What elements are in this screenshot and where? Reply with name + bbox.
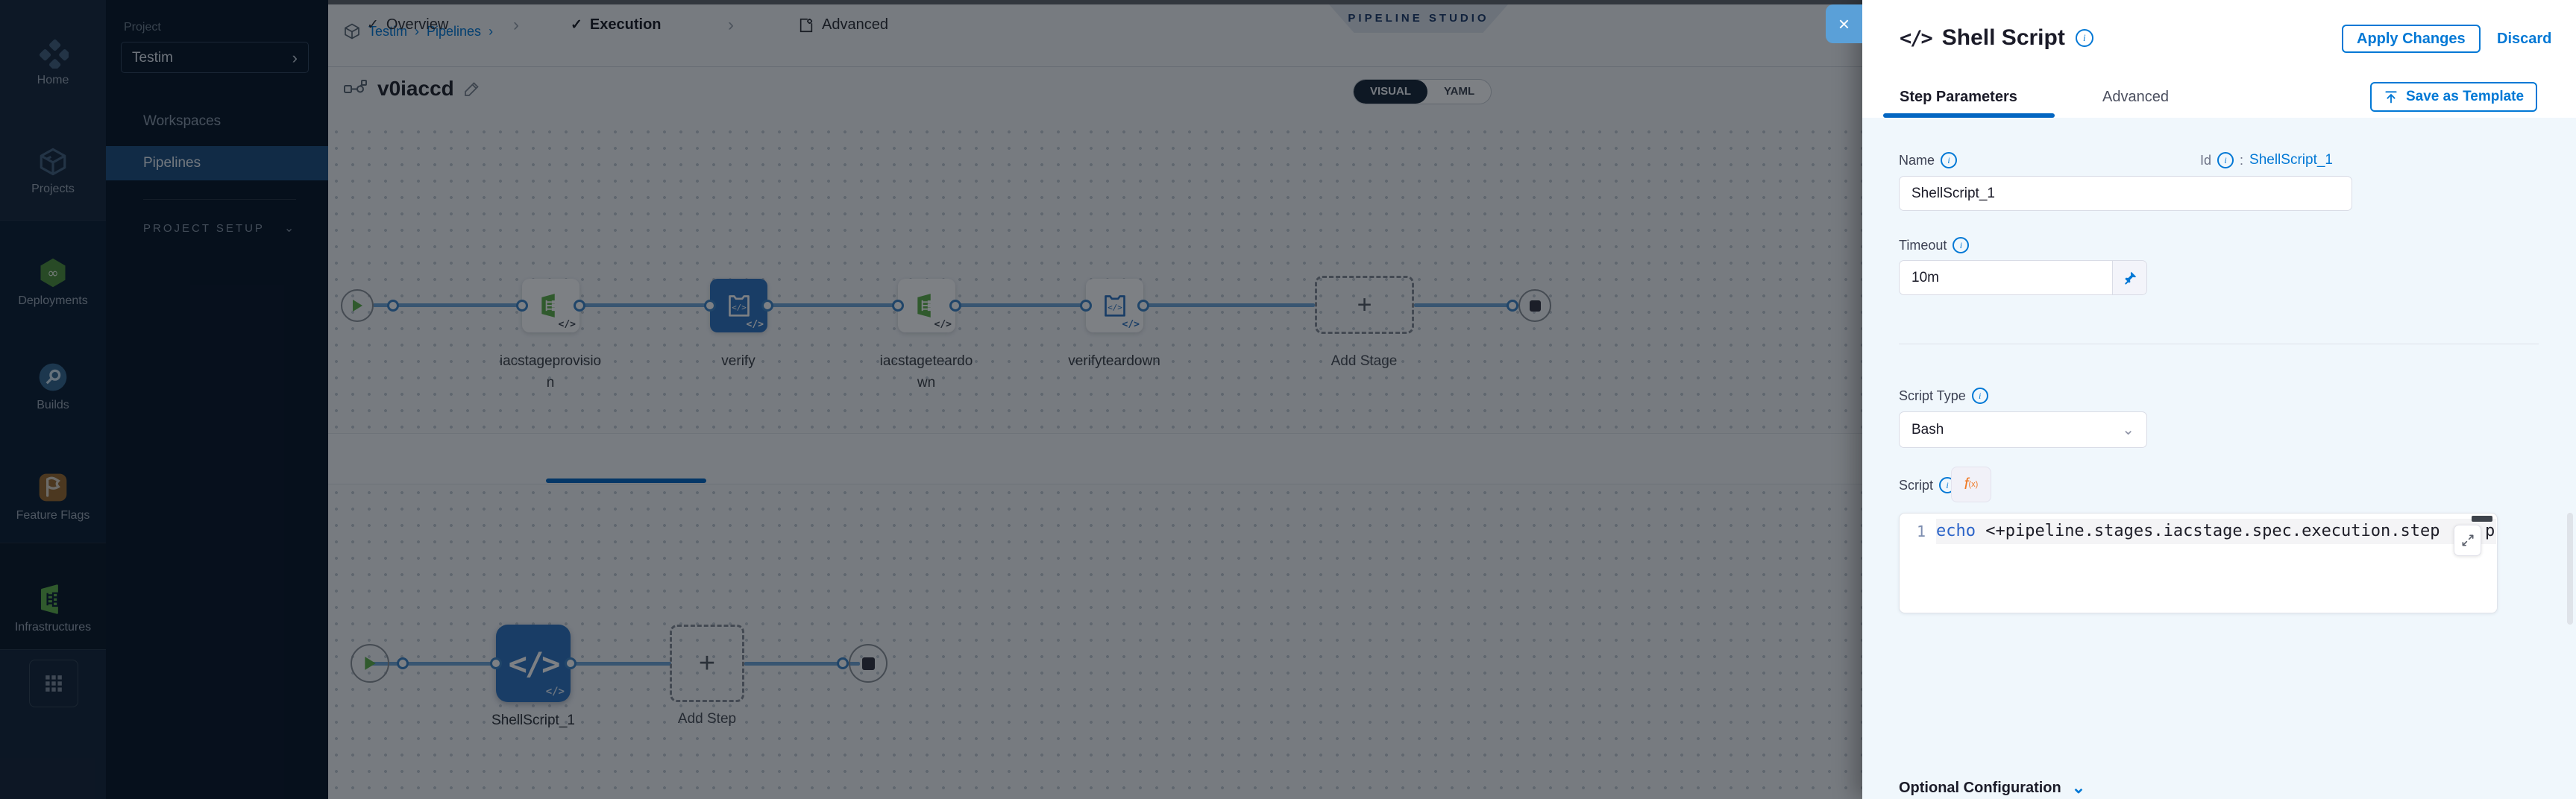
chevron-down-icon: ⌄ [2071, 778, 2086, 797]
drawer-header: </> Shell Script i Apply Changes Discard [1862, 0, 2576, 77]
expand-icon [2462, 534, 2473, 546]
id-row: Id i : ShellScript_1 [2200, 152, 2333, 168]
close-icon: × [1838, 12, 1850, 35]
expression-fx-button[interactable]: f(x) [1951, 467, 1991, 502]
code-tail: ppl [2485, 522, 2496, 540]
tab-step-parameters-selected[interactable]: Step Parameters [1900, 89, 2017, 105]
close-drawer-button[interactable]: × [1826, 4, 1862, 43]
drawer-tabs: Step Parameters Advanced Save as Templat… [1862, 76, 2576, 119]
info-icon[interactable]: i [1953, 237, 1970, 253]
modal-dim-overlay[interactable] [0, 0, 1862, 799]
save-as-template-button[interactable]: Save as Template [2370, 82, 2538, 112]
shell-script-icon: </> [1900, 26, 1933, 50]
chevron-down-icon: ⌄ [2122, 422, 2134, 438]
step-config-drawer: × </> Shell Script i Apply Changes Disca… [1826, 0, 2576, 799]
info-icon[interactable]: i [2075, 29, 2093, 47]
info-icon[interactable]: i [1941, 152, 1958, 168]
drawer-scrollbar-thumb[interactable] [2567, 513, 2573, 625]
editor-expand-button[interactable] [2454, 525, 2481, 556]
editor-hscrollbar-thumb[interactable] [2472, 516, 2492, 522]
active-tab-underline [1883, 113, 2055, 118]
script-type-label-row: Script Type i [1899, 388, 1988, 404]
script-code-editor[interactable]: 1 echo <+pipeline.stages.iacstage.spec.e… [1899, 513, 2498, 613]
drawer-title: Shell Script [1941, 25, 2065, 50]
script-type-select[interactable]: Bash ⌄ [1899, 411, 2147, 448]
line-number: 1 [1916, 522, 1926, 540]
code-line-1: 1 echo <+pipeline.stages.iacstage.spec.e… [1900, 519, 2496, 544]
script-label-row: Script i [1899, 477, 1956, 493]
drawer-body: Name i Id i : ShellScript_1 ShellScript_… [1862, 118, 2576, 799]
info-icon[interactable]: i [2217, 152, 2234, 168]
pin-runtime-input-button[interactable] [2112, 261, 2146, 294]
optional-configuration-toggle[interactable]: Optional Configuration ⌄ [1899, 778, 2086, 797]
drawer-title-row: </> Shell Script i [1900, 0, 2093, 76]
pin-icon [2124, 271, 2136, 285]
id-value-link[interactable]: ShellScript_1 [2249, 152, 2333, 168]
apply-changes-button[interactable]: Apply Changes [2342, 25, 2481, 53]
timeout-input[interactable]: 10m [1899, 260, 2147, 295]
name-input[interactable]: ShellScript_1 [1899, 176, 2352, 211]
info-icon[interactable]: i [1971, 388, 1988, 404]
upload-icon [2385, 91, 2397, 104]
code-text: echo <+pipeline.stages.iacstage.spec.exe… [1936, 519, 2496, 544]
discard-button[interactable]: Discard [2497, 31, 2552, 47]
timeout-label-row: Timeout i [1899, 237, 1970, 253]
name-label-row: Name i [1899, 152, 1958, 168]
tab-advanced[interactable]: Advanced [2102, 89, 2169, 105]
